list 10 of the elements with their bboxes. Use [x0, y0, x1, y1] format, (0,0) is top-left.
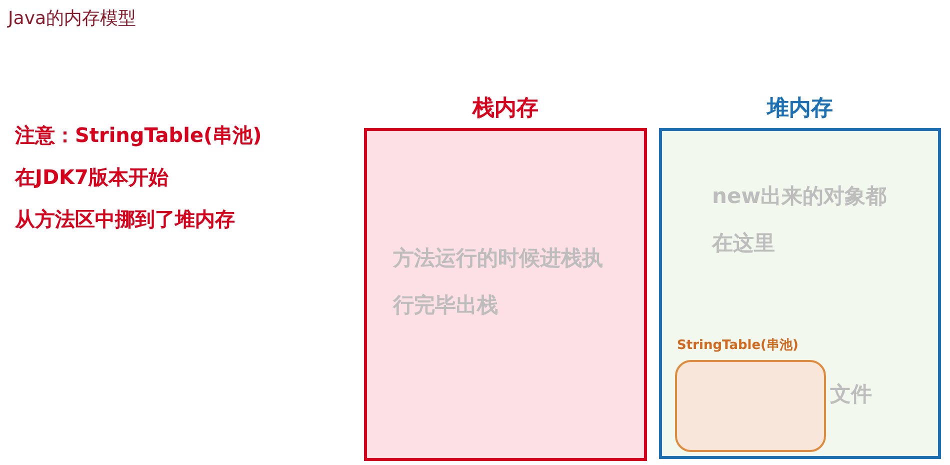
panel-heading: StringTable(串池)	[677, 337, 798, 354]
panel-text: 方法运行的时候进栈执行完毕出栈	[393, 245, 603, 319]
note-text: 注意：StringTable(串池)	[15, 122, 262, 149]
panel-heading: 栈内存	[470, 95, 540, 123]
panel-heading: 堆内存	[765, 95, 834, 123]
title: Java的内存模型	[8, 7, 136, 30]
panel-text: 文件	[830, 381, 873, 408]
panel-text: new出来的对象都在这里	[712, 183, 887, 257]
note-text: 从方法区中挪到了堆内存	[15, 206, 235, 233]
note-text: 在JDK7版本开始	[15, 164, 168, 191]
